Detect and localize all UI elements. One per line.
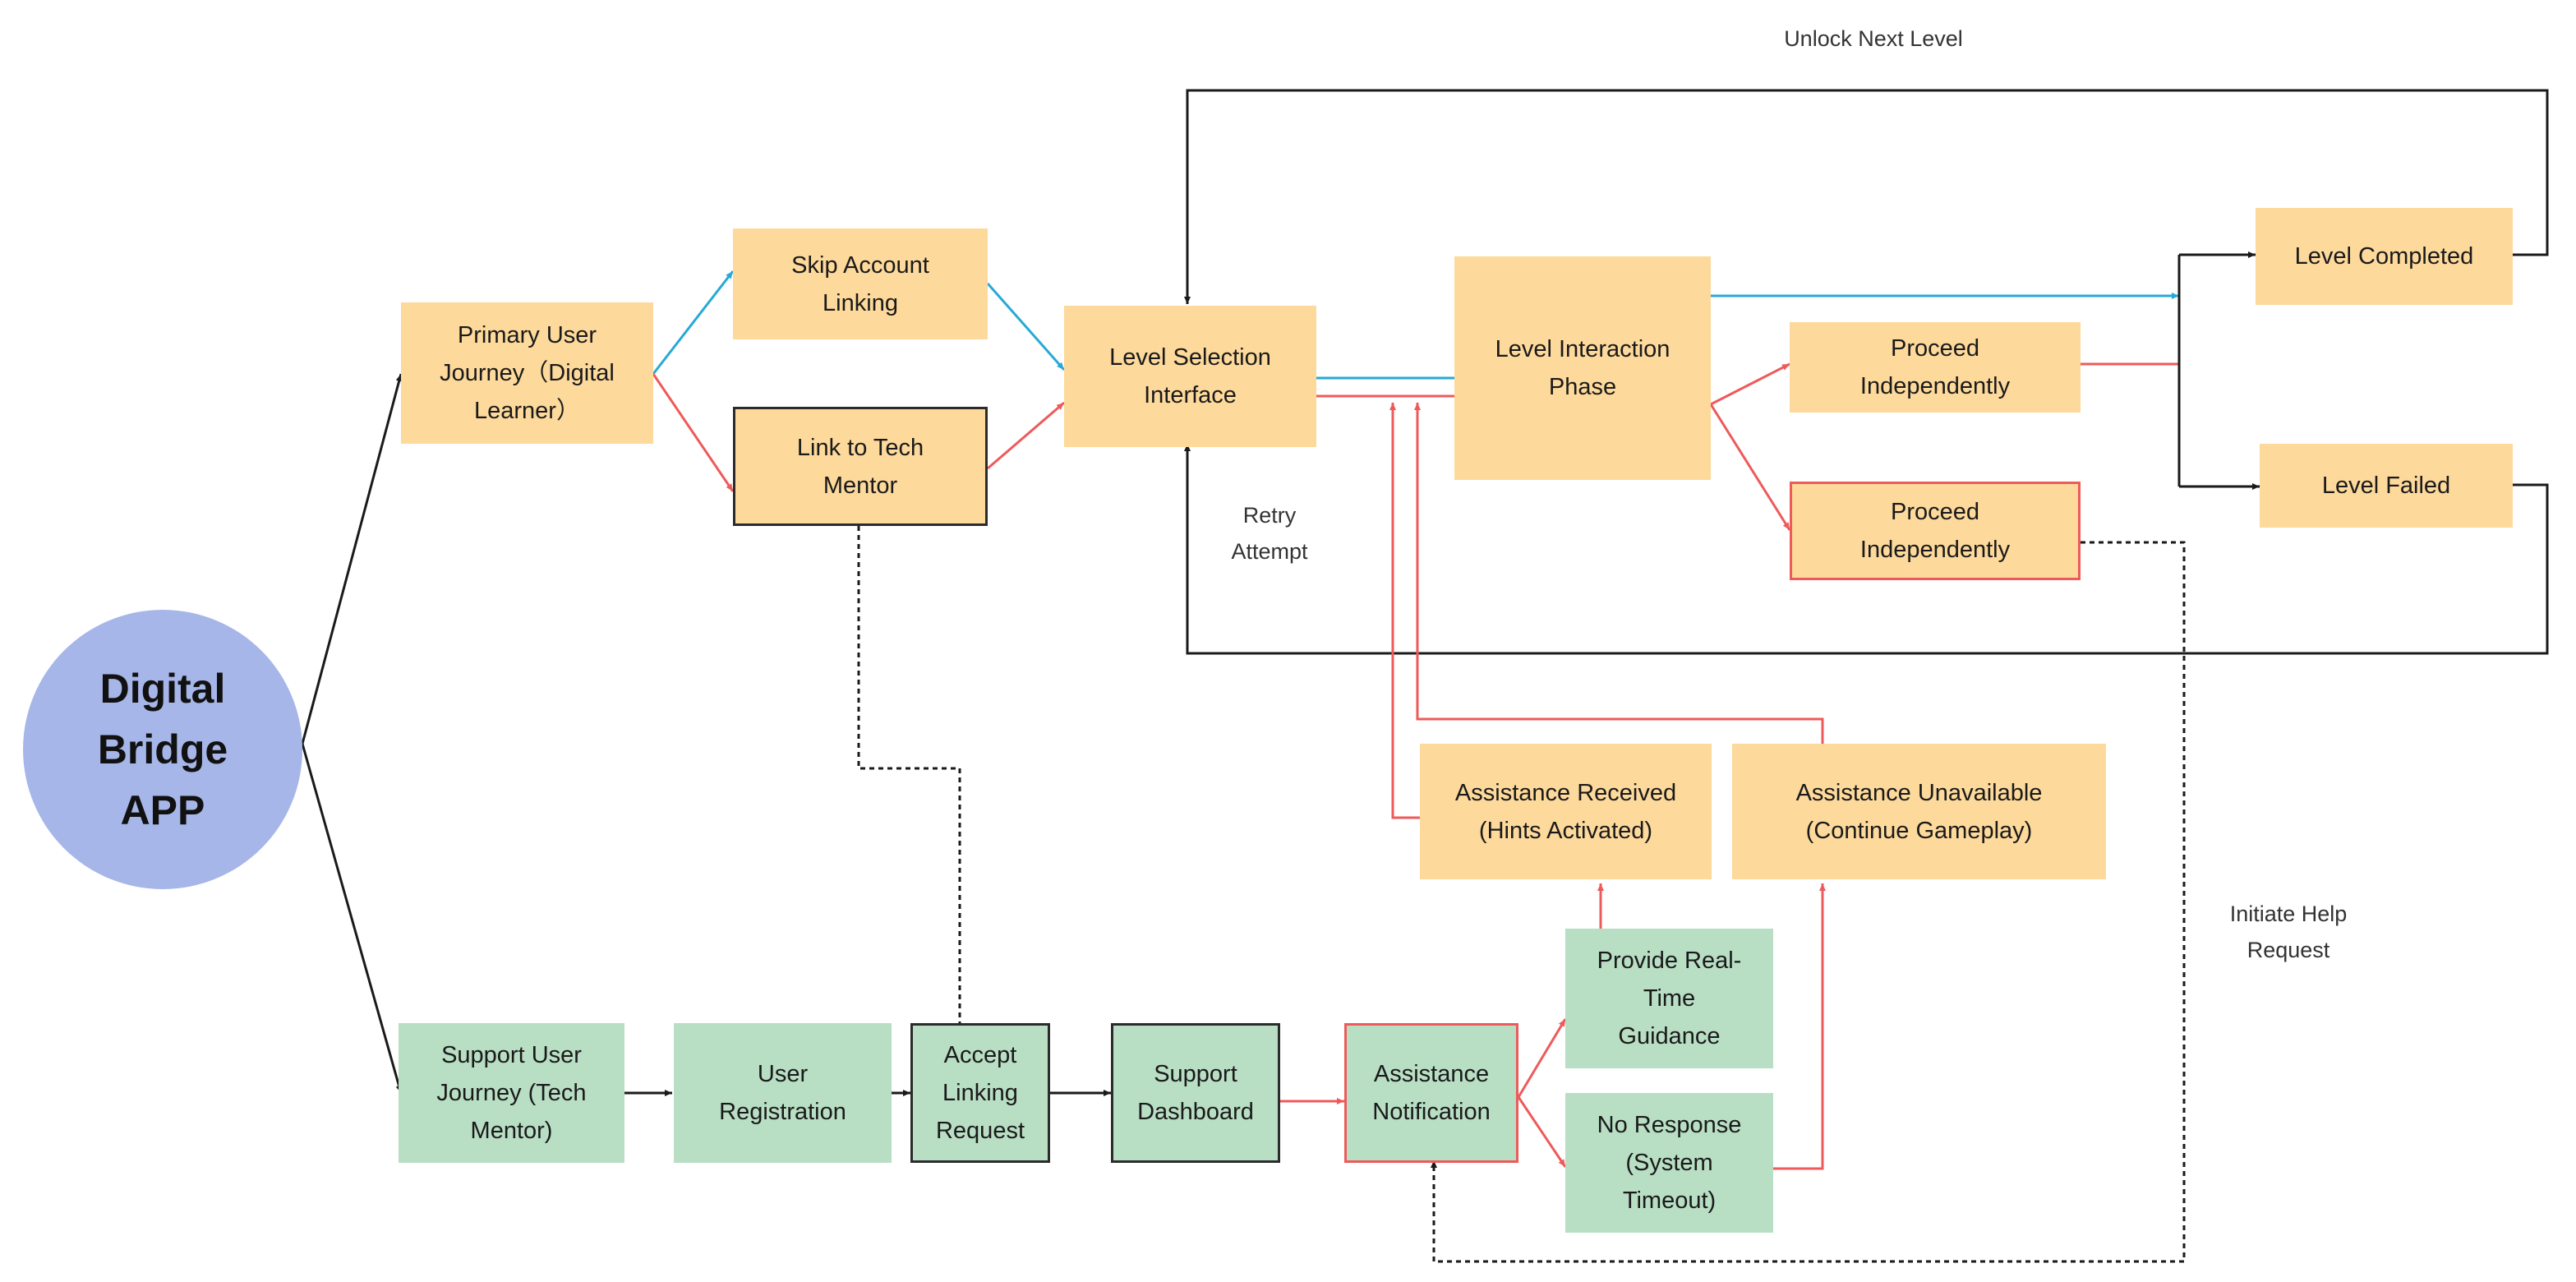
support-user-journey-node: Support User Journey (Tech Mentor) bbox=[399, 1023, 624, 1163]
level-failed-node: Level Failed bbox=[2260, 444, 2513, 528]
level-selection-interface-node: Level Selection Interface bbox=[1064, 306, 1316, 447]
support-dashboard-node: Support Dashboard bbox=[1111, 1023, 1280, 1163]
digital-bridge-app-node: Digital Bridge APP bbox=[23, 610, 302, 889]
assistance-received-node: Assistance Received (Hints Activated) bbox=[1420, 744, 1712, 879]
assistance-unavailable-node: Assistance Unavailable (Continue Gamepla… bbox=[1732, 744, 2106, 879]
edge-app-support bbox=[301, 743, 403, 1094]
proceed-independently-node-1: Proceed Independently bbox=[1790, 322, 2081, 413]
edge-link-levelselect bbox=[987, 401, 1065, 470]
level-completed-node: Level Completed bbox=[2256, 208, 2513, 305]
edge-notification-guidance bbox=[1517, 1018, 1567, 1098]
edge-retry-loop bbox=[1184, 444, 2549, 655]
edge-unlock-loop bbox=[1184, 89, 2549, 304]
edge-notification-noresponse bbox=[1517, 1096, 1567, 1168]
edge-unavailable-return bbox=[1414, 403, 1824, 744]
edge-link-accept-dotted bbox=[857, 526, 961, 1023]
unlock-next-level-label: Unlock Next Level bbox=[1784, 26, 1963, 51]
retry-attempt-label: Retry Attempt bbox=[1231, 503, 1308, 564]
edge-app-primary bbox=[301, 373, 403, 745]
edge-skip-levelselect bbox=[986, 283, 1066, 371]
edge-primary-link bbox=[652, 373, 735, 492]
edge-interaction-proceed1 bbox=[1710, 362, 1790, 406]
edge-primary-skip bbox=[652, 270, 735, 375]
user-registration-node: User Registration bbox=[674, 1023, 892, 1163]
edge-interaction-proceed2 bbox=[1709, 404, 1791, 531]
primary-user-journey-node: Primary User Journey（Digital Learner） bbox=[401, 302, 653, 444]
accept-linking-request-node: Accept Linking Request bbox=[910, 1023, 1050, 1163]
edge-noresponse-unavailable bbox=[1773, 883, 1826, 1170]
proceed-independently-node-2: Proceed Independently bbox=[1790, 482, 2081, 580]
level-interaction-phase-node: Level Interaction Phase bbox=[1454, 256, 1711, 480]
assistance-notification-node: Assistance Notification bbox=[1344, 1023, 1518, 1163]
initiate-help-request-label: Initiate Help Request bbox=[2229, 902, 2348, 962]
no-response-node: No Response (System Timeout) bbox=[1565, 1093, 1773, 1233]
skip-account-linking-node: Skip Account Linking bbox=[733, 228, 988, 339]
link-to-tech-mentor-node: Link to Tech Mentor bbox=[733, 407, 988, 526]
edge-received-return bbox=[1389, 403, 1420, 819]
edge-help-request-dotted bbox=[1431, 541, 2186, 1263]
provide-real-time-guidance-node: Provide Real- Time Guidance bbox=[1565, 929, 1773, 1068]
